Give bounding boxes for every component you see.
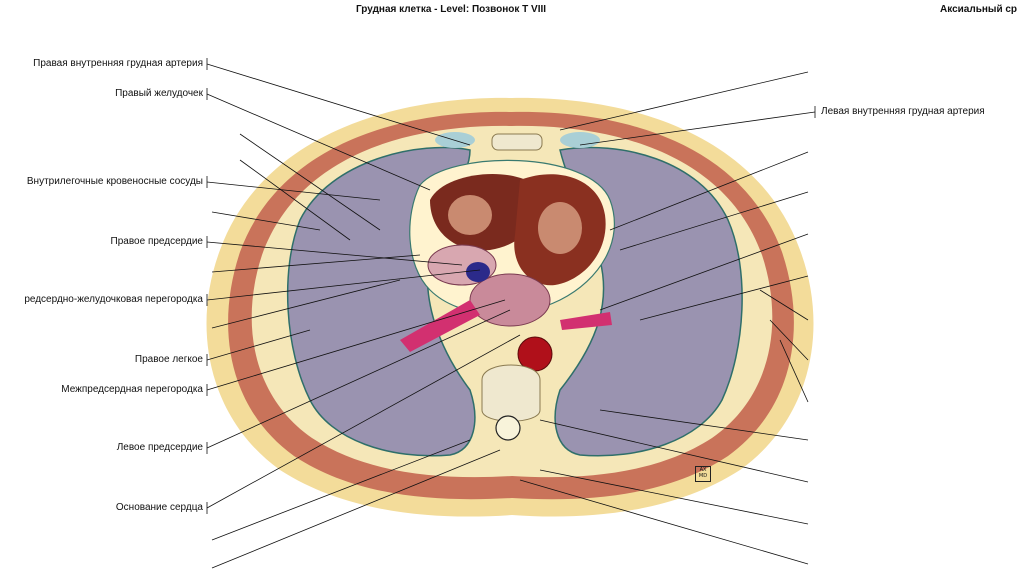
pulmonary-vein-right	[400, 300, 480, 352]
page-title: Грудная клетка - Level: Позвонок T VIII	[356, 4, 547, 15]
label-right-atrium: Правое предсердие	[110, 236, 203, 247]
vertebral-body	[481, 364, 541, 422]
label-interatrial-septum: Межпредсердная перегородка	[61, 384, 203, 395]
leader-lines-left	[206, 63, 521, 509]
leader-line	[599, 233, 809, 311]
coronary-sinus	[466, 262, 490, 282]
leader-line	[206, 309, 511, 449]
leader-line	[539, 419, 809, 483]
ventricle-cavity-2	[538, 202, 582, 254]
leader-line	[206, 241, 463, 266]
leader-line	[206, 334, 521, 509]
leader-lines-lower-left	[211, 133, 501, 569]
label-base-of-heart: Основание сердца	[115, 502, 203, 513]
leader-line	[206, 299, 506, 391]
ventricle-cavity-1	[448, 195, 492, 235]
spinal-canal	[495, 415, 521, 441]
leader-line	[599, 409, 809, 441]
leader-line	[619, 191, 809, 251]
leader-lines-right	[519, 71, 816, 565]
left-atrium	[469, 273, 551, 327]
leader-line	[206, 329, 311, 361]
leader-line	[206, 63, 471, 146]
label-right-ventricle: Правый желудочек	[115, 88, 203, 99]
label-left-atrium: Левое предсердие	[116, 442, 203, 453]
logo-stamp: AX MD	[695, 466, 711, 482]
label-intrapulmonary-vessels: Внутрилегочные кровеносные сосуды	[26, 176, 203, 187]
leader-line	[211, 254, 421, 273]
leader-line	[211, 449, 501, 569]
leader-line	[211, 439, 471, 541]
leader-line	[239, 159, 351, 241]
leader-line	[579, 111, 816, 146]
leader-line	[609, 151, 809, 231]
leader-line	[206, 181, 381, 201]
leader-line	[206, 93, 431, 191]
leader-line	[559, 71, 809, 131]
label-atrioventricular-septum: редсердно-желудочковая перегородка	[24, 294, 203, 305]
leader-line	[539, 469, 809, 525]
leader-line	[639, 275, 809, 321]
label-left-internal-thoracic-artery: Левая внутренняя грудная артерия	[821, 106, 985, 117]
leader-line	[769, 319, 809, 361]
label-right-internal-thoracic-artery: Правая внутренняя грудная артерия	[33, 58, 203, 69]
leader-line	[211, 211, 321, 231]
leader-line	[211, 279, 401, 329]
leader-line	[206, 269, 481, 301]
leader-line	[239, 133, 381, 231]
sternum	[491, 133, 543, 151]
leader-line	[519, 479, 809, 565]
view-label: Аксиальный ср	[940, 4, 1018, 15]
label-right-lung: Правое легкое	[134, 354, 203, 365]
rib-cartilage-left	[560, 132, 600, 148]
pulmonary-vein-left	[560, 312, 612, 330]
leader-line	[779, 339, 809, 403]
leader-line	[759, 289, 809, 321]
